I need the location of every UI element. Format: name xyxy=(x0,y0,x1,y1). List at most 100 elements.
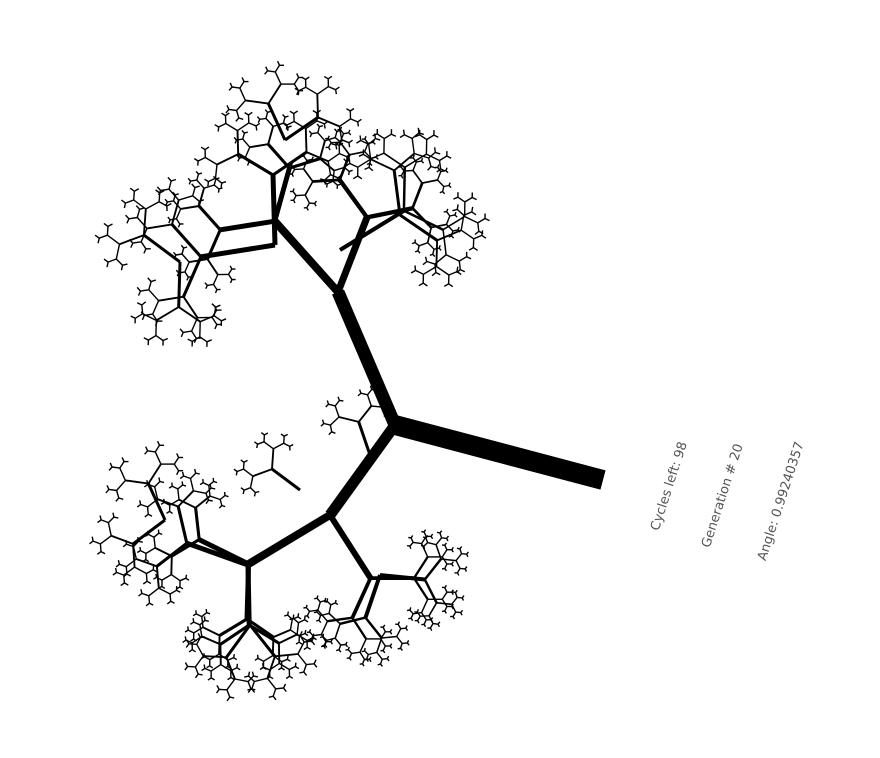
tree-branch xyxy=(159,189,165,194)
tree-branch xyxy=(303,664,307,673)
tree-branch xyxy=(415,269,424,275)
tree-branch xyxy=(317,601,321,611)
tree-branch xyxy=(143,248,147,254)
tree-branch xyxy=(357,118,362,123)
tree-branch xyxy=(199,482,204,486)
tree-branch xyxy=(97,519,102,524)
tree-branch xyxy=(272,695,277,701)
tree-branch xyxy=(322,633,325,637)
tree-branch xyxy=(119,234,145,246)
tree-branch xyxy=(96,551,102,555)
tree-branch xyxy=(203,184,215,189)
tree-branch xyxy=(255,490,260,494)
tree-branch xyxy=(317,126,321,133)
tree-branch xyxy=(255,122,261,127)
tree-branch xyxy=(229,279,233,284)
tree-branch xyxy=(326,600,332,606)
tree-branch xyxy=(179,586,184,590)
tree-branch xyxy=(219,218,276,233)
tree-branch xyxy=(454,211,457,216)
tree-branch xyxy=(309,133,313,138)
tree-branch xyxy=(286,655,289,660)
tree-branch xyxy=(410,617,414,622)
tree-branch xyxy=(318,619,322,624)
tree-branch xyxy=(282,683,287,689)
tree-branch xyxy=(427,541,437,546)
tree-branch xyxy=(120,582,125,587)
tree-branch xyxy=(141,301,147,306)
tree-branch xyxy=(422,282,428,287)
tree-branch xyxy=(445,170,449,174)
tree-branch xyxy=(326,400,330,405)
tree-branch xyxy=(435,151,441,155)
tree-branch xyxy=(162,337,169,342)
tree-branch xyxy=(238,117,244,120)
tree-branch xyxy=(263,666,270,671)
tree-branch xyxy=(175,208,182,220)
tree-branch xyxy=(416,160,422,163)
tree-branch xyxy=(198,172,203,175)
tree-branch xyxy=(140,589,143,594)
tree-branch xyxy=(193,621,201,626)
tree-branch xyxy=(457,596,463,599)
tree-branch xyxy=(267,102,287,141)
tree-branch xyxy=(187,177,192,182)
tree-branch xyxy=(316,608,319,613)
tree-branch xyxy=(274,653,298,658)
tree-branch xyxy=(303,155,308,161)
tree-branch xyxy=(372,141,376,145)
tree-branch xyxy=(348,657,352,661)
tree-branch xyxy=(465,553,469,558)
tree-branch xyxy=(257,441,265,445)
tree-branch xyxy=(437,164,440,168)
tree-branch xyxy=(270,174,278,246)
tree-branch xyxy=(306,615,310,619)
tree-branch xyxy=(301,76,306,81)
tree-branch xyxy=(424,256,428,262)
tree-branch xyxy=(144,513,149,518)
tree-branch xyxy=(436,265,450,276)
tree-branch xyxy=(114,567,118,573)
tree-branch xyxy=(170,556,173,575)
tree-branch xyxy=(183,330,192,334)
tree-branch xyxy=(221,318,227,322)
tree-branch xyxy=(371,405,384,408)
tree-branch xyxy=(319,125,324,128)
tree-branch xyxy=(403,209,444,231)
tree-branch xyxy=(316,94,319,118)
tree-branch xyxy=(190,179,197,182)
tree-branch xyxy=(115,258,123,266)
tree-branch xyxy=(448,283,454,288)
tree-branch xyxy=(153,576,157,580)
tree-branch xyxy=(153,537,156,548)
tree-branch xyxy=(320,620,329,635)
tree-branch xyxy=(348,142,351,148)
tree-branch xyxy=(156,440,161,446)
tree-branch xyxy=(259,117,267,120)
tree-branch xyxy=(455,553,463,562)
tree-branch xyxy=(227,657,234,661)
tree-branch xyxy=(312,109,318,114)
tree-branch xyxy=(464,196,473,203)
tree-branch xyxy=(428,151,436,159)
tree-branch xyxy=(411,241,416,245)
tree-branch xyxy=(338,126,343,140)
tree-branch xyxy=(306,207,309,211)
tree-branch xyxy=(236,130,240,155)
tree-branch xyxy=(214,124,220,128)
tree-branch xyxy=(452,208,458,212)
tree-branch xyxy=(186,276,189,281)
tree-branch xyxy=(136,503,142,508)
tree-branch xyxy=(294,168,304,171)
tree-branch xyxy=(452,591,456,594)
tree-branch xyxy=(397,621,401,625)
tree-branch xyxy=(191,330,197,339)
tree-branch xyxy=(204,178,209,183)
tree-branch xyxy=(406,642,410,646)
tree-branch xyxy=(221,504,226,508)
tree-branch xyxy=(123,566,136,576)
tree-branch xyxy=(436,602,452,606)
tree-branch xyxy=(257,657,264,662)
tree-branch xyxy=(204,619,209,622)
tree-branch xyxy=(339,129,345,135)
